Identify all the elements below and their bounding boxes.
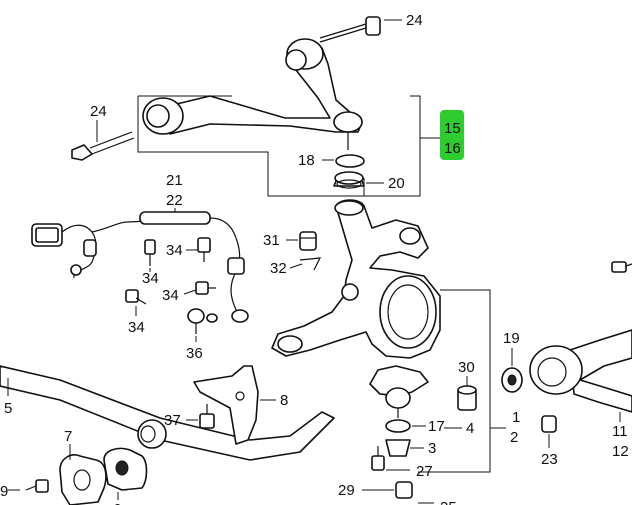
callout-23: 23 [541,451,558,468]
clip-3 [385,439,411,457]
highlight-15-16 [440,110,464,160]
bolt-37 [199,404,215,429]
lower-ball-joint [369,365,429,418]
callout-25: 25 [440,499,457,505]
callout-27: 27 [416,463,433,480]
bushing-30 [457,385,477,411]
bolt-9 [25,479,49,493]
callout-11: 11 [612,423,628,440]
callout-12: 12 [612,443,629,460]
callout-36: 36 [186,345,203,362]
lower-group-frame [418,289,491,473]
callout-32: 32 [270,260,287,277]
bolt-24-top [319,16,381,43]
callout-6: 6 [113,501,121,505]
callout-34-d: 34 [128,319,145,336]
bolt-34-d [125,289,147,305]
upper-control-arm [142,38,363,150]
callout-4: 4 [466,420,474,437]
callout-16[interactable]: 16 [444,140,461,157]
pin-32 [299,257,322,271]
nut-29 [395,481,413,499]
callout-34-b: 34 [166,242,183,259]
callout-30: 30 [458,359,475,376]
callout-18: 18 [298,152,315,169]
callout-29: 29 [338,482,355,499]
callout-7: 7 [64,428,72,445]
upper-arm-group-frame [137,95,440,197]
callout-15[interactable]: 15 [444,120,461,137]
callout-2: 2 [510,429,518,446]
callout-19: 19 [503,330,520,347]
boot-20 [333,171,365,189]
leader-32 [289,263,303,269]
callout-3: 3 [428,440,436,457]
clamp-7 [59,454,107,505]
callout-31: 31 [263,232,280,249]
sensor-36 [187,308,218,334]
bolt-34-a [144,239,156,266]
callout-22: 22 [166,192,183,209]
bracket-8 [193,365,259,445]
bolt-34-b [197,237,211,262]
callout-34-a: 34 [142,270,159,287]
nut-23 [541,415,557,433]
washer-19 [501,367,523,393]
bolt-24-left [71,131,135,161]
ring-18 [335,154,365,168]
callout-5: 5 [4,400,12,417]
callout-17: 17 [428,418,445,435]
lower-control-arm [529,261,632,413]
bolt-27 [371,446,385,471]
callout-24-top: 24 [406,12,423,29]
leader-34-c [183,289,197,295]
callout-37: 37 [164,412,181,429]
callout-34-c: 34 [162,287,179,304]
callout-9: 9 [0,483,8,500]
stabilizer-bar [0,365,335,461]
nut-31 [299,231,317,251]
bolt-34-c [195,281,216,295]
abs-sensor-harness [31,211,249,323]
steering-knuckle [271,199,441,359]
callout-21: 21 [166,172,183,189]
callout-8: 8 [280,392,288,409]
callout-1: 1 [512,409,520,426]
callout-20: 20 [388,175,405,192]
boot-17 [385,419,411,433]
callout-24-left: 24 [90,103,107,120]
bushing-6 [103,447,148,491]
